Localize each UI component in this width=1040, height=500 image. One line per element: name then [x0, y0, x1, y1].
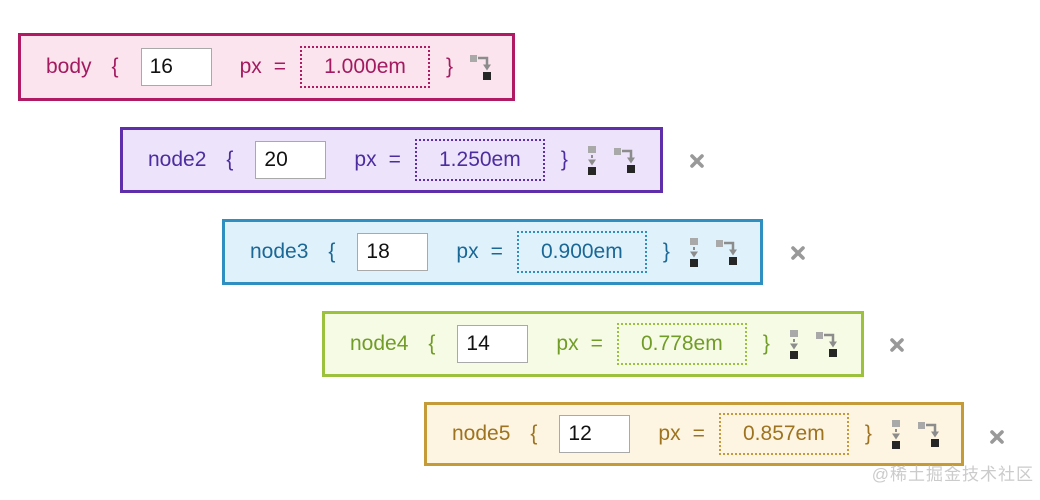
close-brace: }: [662, 240, 670, 263]
add-sibling-icon[interactable]: [689, 237, 699, 267]
px-input[interactable]: [255, 141, 327, 179]
em-value: 0.900em: [516, 231, 647, 273]
node-label: node2: [148, 148, 207, 171]
node-label: node4: [350, 332, 409, 355]
close-brace: }: [446, 55, 454, 78]
add-sibling-icon[interactable]: [587, 145, 597, 175]
node-row-node5: node5 { px = 0.857em }: [424, 402, 964, 466]
node-row-body: body { px = 1.000em }: [18, 33, 515, 101]
open-brace: {: [428, 332, 436, 355]
add-child-icon[interactable]: [613, 146, 638, 174]
px-unit-label: px: [239, 55, 262, 78]
equals-sign: =: [273, 55, 287, 78]
add-child-icon[interactable]: [470, 53, 494, 81]
node-row-node4: node4 { px = 0.778em }: [322, 311, 864, 377]
px-unit-label: px: [456, 240, 479, 263]
close-icon[interactable]: [888, 336, 906, 354]
equals-sign: =: [692, 422, 705, 445]
equals-sign: =: [590, 332, 603, 355]
close-icon[interactable]: [988, 428, 1006, 446]
px-input[interactable]: [559, 415, 631, 453]
close-brace: }: [864, 422, 872, 445]
open-brace: {: [226, 148, 234, 171]
open-brace: {: [328, 240, 336, 263]
em-value: 0.778em: [616, 323, 747, 365]
close-icon[interactable]: [789, 244, 807, 262]
node-row-node3: node3 { px = 0.900em }: [222, 219, 763, 285]
node-label: body: [46, 55, 92, 78]
open-brace: {: [530, 422, 538, 445]
px-input[interactable]: [357, 233, 429, 271]
em-value: 1.000em: [300, 46, 431, 88]
em-value: 1.250em: [414, 139, 545, 181]
px-unit-label: px: [658, 422, 681, 445]
node-label: node3: [250, 240, 309, 263]
node-row-node2: node2 { px = 1.250em }: [120, 127, 663, 193]
px-unit-label: px: [556, 332, 579, 355]
em-value: 0.857em: [718, 413, 849, 455]
close-brace: }: [762, 332, 770, 355]
node-label: node5: [452, 422, 511, 445]
px-input[interactable]: [140, 48, 212, 86]
watermark: @稀土掘金技术社区: [871, 465, 1034, 484]
px-unit-label: px: [354, 148, 377, 171]
add-child-icon[interactable]: [815, 330, 840, 358]
close-icon[interactable]: [688, 152, 706, 170]
px-input[interactable]: [457, 325, 529, 363]
close-brace: }: [560, 148, 568, 171]
add-sibling-icon[interactable]: [891, 419, 901, 449]
add-sibling-icon[interactable]: [789, 329, 799, 359]
add-child-icon[interactable]: [917, 420, 942, 448]
equals-sign: =: [388, 148, 401, 171]
open-brace: {: [111, 55, 119, 78]
equals-sign: =: [490, 240, 503, 263]
add-child-icon[interactable]: [715, 238, 740, 266]
